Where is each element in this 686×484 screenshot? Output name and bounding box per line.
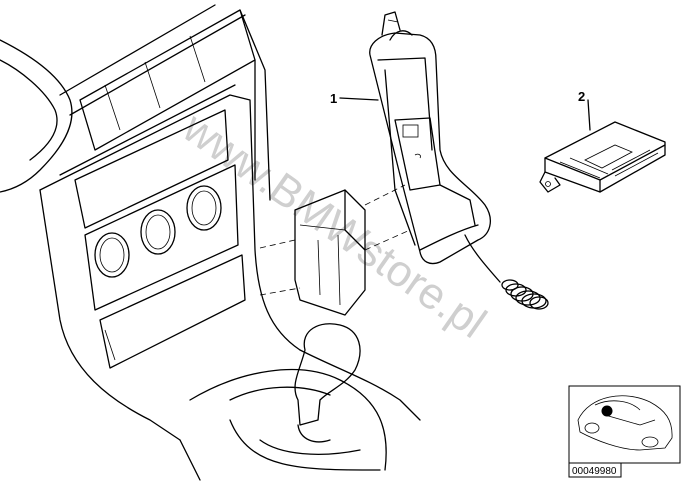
reference-number: 00049980 — [572, 466, 617, 477]
callout-1: 1 — [330, 91, 337, 106]
center-console-drawing — [0, 4, 421, 481]
location-marker-icon — [601, 405, 613, 417]
mounting-bracket-drawing — [259, 184, 411, 316]
control-module-drawing — [539, 99, 666, 193]
car-locator-thumbnail — [568, 385, 681, 464]
callout-2: 2 — [578, 89, 585, 104]
phone-cradle-drawing — [339, 11, 549, 310]
coiled-cable — [501, 279, 549, 310]
